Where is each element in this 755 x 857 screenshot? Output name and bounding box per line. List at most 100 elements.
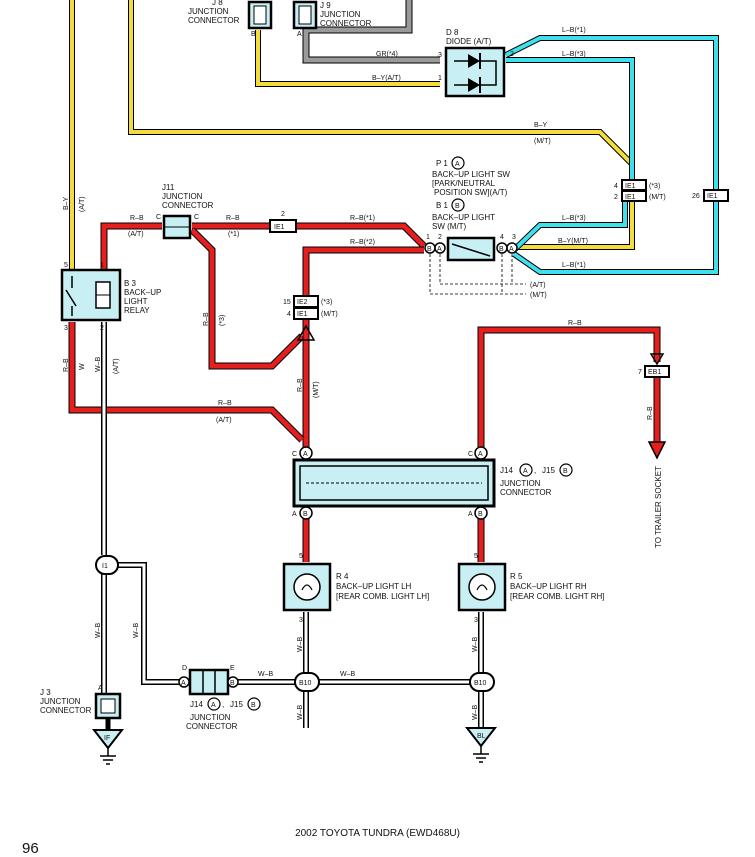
j14-id: J14 bbox=[500, 466, 513, 475]
j11-junction: J11 JUNCTION CONNECTOR C C bbox=[156, 183, 214, 240]
sw-pin4: 4 bbox=[500, 234, 504, 241]
b10-node-right: B10 bbox=[469, 672, 495, 692]
sw-pin1: 1 bbox=[426, 234, 430, 241]
ie1-mid-pin: 4 bbox=[287, 311, 291, 318]
j14-pin-c-right: C bbox=[468, 451, 473, 458]
lbl-rb-trailer-vert: R–B bbox=[647, 406, 654, 420]
ie1-r1-note: (*3) bbox=[649, 183, 660, 190]
j14b-id: J14 bbox=[190, 700, 203, 709]
lbl-wb-r5: W–B bbox=[472, 637, 479, 653]
j9-connector: J 9 JUNCTION CONNECTOR A bbox=[292, 0, 372, 38]
wire-gray bbox=[302, 0, 440, 64]
lbl-star1: (*1) bbox=[228, 231, 239, 238]
r5-pin-bot: 3 bbox=[474, 617, 478, 624]
j8-line2: CONNECTOR bbox=[188, 16, 240, 25]
j3-junction: J 3 JUNCTION CONNECTOR A bbox=[40, 685, 122, 720]
footer-title: 2002 TOYOTA TUNDRA (EWD468U) bbox=[295, 828, 460, 839]
arrow-trailer-down bbox=[647, 441, 667, 460]
lbl-wb-relay2: W–B bbox=[95, 357, 102, 373]
d8-name: DIODE (A/T) bbox=[446, 37, 492, 46]
ie2-pin: 15 bbox=[283, 299, 291, 306]
lbl-wb-i1-branch: W–B bbox=[133, 623, 140, 639]
j3-line2: CONNECTOR bbox=[40, 706, 92, 715]
j14-bot-l-b: B bbox=[303, 511, 308, 518]
ie1-top-connector: IE1 2 bbox=[269, 211, 297, 233]
sw-pin-b-right: B bbox=[499, 246, 504, 253]
j14-bot-r-b: B bbox=[478, 511, 483, 518]
wire-yellow bbox=[69, 0, 635, 270]
j15-badge-b: B bbox=[563, 468, 568, 475]
lbl-by-long: B–Y bbox=[534, 122, 548, 129]
lbl-rb-j11-down: R–B bbox=[203, 312, 210, 326]
j14-badge-a: A bbox=[523, 468, 528, 475]
eb1-name: EB1 bbox=[648, 369, 661, 376]
j14-pin-c-left: C bbox=[292, 451, 297, 458]
b3-relay: 5 1 3 2 B 3 BACK–UP LIGHT RELAY bbox=[60, 262, 161, 332]
lbl-by-vert: B–Y bbox=[63, 196, 70, 210]
lbl-at-vert: (A/T) bbox=[79, 196, 86, 212]
j8-line1: JUNCTION bbox=[188, 7, 229, 16]
b3-pin1: 1 bbox=[100, 262, 104, 269]
b10-right-label: B10 bbox=[474, 680, 487, 687]
p1-badge: A bbox=[455, 161, 460, 168]
sw-pin2: 2 bbox=[438, 234, 442, 241]
j14b-line1: JUNCTION bbox=[190, 713, 231, 722]
b10-node-left: B10 bbox=[294, 672, 320, 692]
eb1-connector: EB1 7 bbox=[638, 365, 670, 378]
wire-labels: B–Y (A/T) GR(*4) B–Y(A/T) L–B(*1) L–B(*3… bbox=[63, 27, 663, 720]
sw-pin-b-left: B bbox=[427, 246, 432, 253]
d8-pin2: 2 bbox=[510, 51, 514, 58]
j14-junction-bottom: A B D E J14 A , J15 B JUNCTION CONNECTOR bbox=[178, 665, 261, 731]
j8-pin: B bbox=[251, 31, 256, 38]
ie2-note: (*3) bbox=[321, 299, 332, 306]
ie1-top-pin: 2 bbox=[281, 211, 285, 218]
r5-pin-top: 5 bbox=[474, 553, 478, 560]
j14b-pin-d: D bbox=[182, 665, 187, 672]
b3-pin2: 2 bbox=[100, 325, 104, 332]
sw-guide-mt: (M/T) bbox=[530, 292, 547, 299]
lbl-w-relay: W bbox=[79, 363, 86, 370]
j14-top-r-a: A bbox=[478, 451, 483, 458]
j8-id: J 8 bbox=[212, 0, 223, 7]
d8-pin3: 3 bbox=[438, 52, 442, 59]
ie1-r1-pin: 4 bbox=[614, 183, 618, 190]
lbl-at-bottom: (A/T) bbox=[216, 417, 232, 424]
lbl-lb3-sw: L–B(*3) bbox=[562, 215, 586, 222]
lbl-wb-r4: W–B bbox=[297, 637, 304, 653]
lbl-rb-relay3: R–B bbox=[63, 358, 70, 372]
j14b-line2: CONNECTOR bbox=[186, 722, 238, 731]
d8-diode: D 8 DIODE (A/T) 3 1 2 bbox=[438, 28, 514, 98]
r5-line2: [REAR COMB. LIGHT RH] bbox=[510, 592, 605, 601]
lbl-at-relay: (A/T) bbox=[128, 231, 144, 238]
b10-left-label: B10 bbox=[299, 680, 312, 687]
r5-id: R 5 bbox=[510, 572, 523, 581]
j11-pin-left: C bbox=[156, 214, 161, 221]
ie2-name: IE2 bbox=[297, 299, 308, 306]
j14-sep: , bbox=[534, 466, 536, 475]
arrow-eb1 bbox=[649, 353, 665, 366]
j9-line1: JUNCTION bbox=[320, 10, 361, 19]
backup-light-switch: B A B A 1 2 4 3 (A/T) (M/T) P 1 A BACK–U… bbox=[424, 156, 547, 299]
j9-pin: A bbox=[297, 31, 302, 38]
wire-cyan bbox=[504, 35, 719, 275]
j3-id: J 3 bbox=[40, 688, 51, 697]
lbl-at-relay2: (A/T) bbox=[113, 358, 120, 374]
ie1-top-name: IE1 bbox=[274, 224, 285, 231]
page-number: 96 bbox=[22, 840, 39, 857]
j15-id: J15 bbox=[542, 466, 555, 475]
lbl-mt-ie1: (M/T) bbox=[313, 381, 320, 398]
j15b-badge-b: B bbox=[251, 702, 256, 709]
j14-pin-a-left: A bbox=[292, 511, 297, 518]
eb1-pin: 7 bbox=[638, 369, 642, 376]
b1-line2: SW (M/T) bbox=[432, 222, 467, 231]
sw-pin-a-left: A bbox=[437, 246, 442, 253]
lbl-wb-i1: W–B bbox=[95, 623, 102, 639]
p1-line3: POSITION SW](A/T) bbox=[434, 188, 508, 197]
b3-pin5: 5 bbox=[64, 262, 68, 269]
j3-line1: JUNCTION bbox=[40, 697, 81, 706]
lbl-rb-trailer: R–B bbox=[568, 320, 582, 327]
j15b-id: J15 bbox=[230, 700, 243, 709]
sw-guide-at: (A/T) bbox=[530, 282, 546, 289]
j3-pin: A bbox=[98, 685, 103, 692]
